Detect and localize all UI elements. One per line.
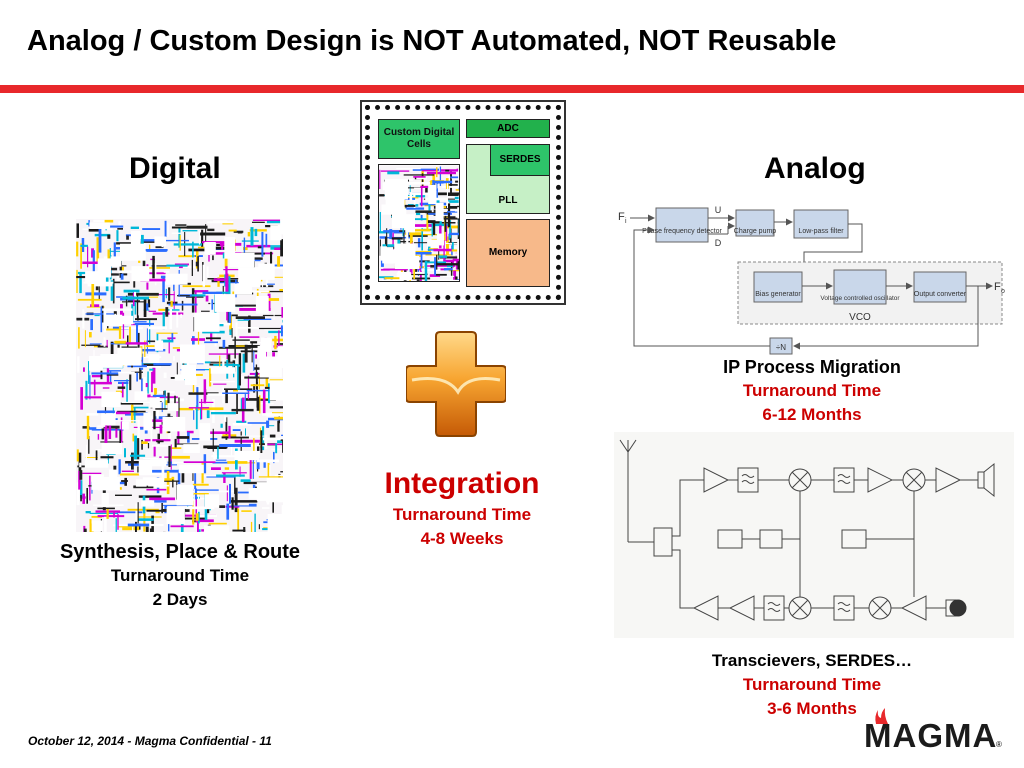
- logo-registered-icon: ®: [996, 740, 1002, 749]
- digital-turnaround-label: Turnaround Time: [110, 566, 250, 585]
- digital-caption: Synthesis, Place & Route Turnaround Time…: [20, 540, 340, 612]
- integration-turnaround-label: Turnaround Time: [392, 505, 532, 524]
- transceiver-caption: Transcievers, SERDES… Turnaround Time 3-…: [680, 649, 944, 721]
- custom-cells-block: Custom Digital Cells: [378, 119, 460, 159]
- transceiver-diagram: [614, 432, 1014, 638]
- transceiver-turnaround-label: Turnaround Time: [742, 675, 882, 694]
- pll-input-label: F: [618, 211, 625, 223]
- slide-title: Analog / Custom Design is NOT Automated,…: [27, 25, 837, 57]
- pll-output-sub: o: [1001, 288, 1005, 295]
- pfd-label: Phase frequency detector: [642, 228, 722, 235]
- adc-block: ADC: [466, 119, 550, 138]
- up-label: U: [715, 205, 722, 215]
- integration-heading: Integration: [384, 467, 540, 500]
- layout-art: [76, 219, 311, 556]
- digital-heading: Digital: [129, 152, 221, 185]
- analog-turnaround-value: 6-12 Months: [762, 405, 862, 424]
- integration-turnaround-value: 4-8 Weeks: [420, 529, 504, 548]
- magma-logo: MAGMA ®: [864, 708, 1004, 752]
- pll-block-diagram: F i Phase frequency detector U D Charge …: [614, 200, 1014, 358]
- chip-floorplan: Custom Digital Cells PLL SERDES ADC Memo…: [360, 100, 566, 305]
- pll-input-sub: i: [625, 218, 627, 225]
- charge-pump-label: Charge pump: [734, 228, 777, 235]
- vco-block-label: Voltage controlled oscillator: [820, 295, 900, 302]
- logo-flame-icon: [875, 708, 888, 724]
- pll-diagram-art: F i Phase frequency detector U D Charge …: [618, 205, 1005, 355]
- digital-layout-image: [76, 219, 311, 556]
- analog-caption-main: IP Process Migration: [723, 357, 901, 377]
- plus-icon: [406, 331, 506, 437]
- memory-block: Memory: [466, 219, 550, 287]
- transceiver-turnaround-value: 3-6 Months: [767, 699, 857, 718]
- title-rule: [0, 85, 1024, 93]
- footer-text: October 12, 2014 - Magma Confidential - …: [28, 734, 272, 748]
- transceiver-art: [619, 439, 995, 621]
- digital-block: [378, 164, 460, 282]
- digital-caption-main: Synthesis, Place & Route: [59, 541, 301, 563]
- down-label: D: [715, 238, 722, 248]
- vco-label: VCO: [849, 312, 871, 323]
- output-converter-label: Output converter: [914, 291, 967, 298]
- mini-layout-art: [379, 165, 459, 281]
- serdes-block: SERDES: [490, 144, 550, 176]
- transceiver-caption-main: Transcievers, SERDES…: [711, 651, 913, 670]
- integration-caption: Integration Turnaround Time 4-8 Weeks: [352, 465, 572, 551]
- divider-label: ÷N: [776, 343, 786, 352]
- analog-heading: Analog: [764, 152, 866, 185]
- logo-text: MAGMA: [864, 717, 998, 754]
- analog-turnaround-label: Turnaround Time: [742, 381, 882, 400]
- lpf-label: Low-pass filter: [798, 228, 844, 235]
- analog-caption: IP Process Migration Turnaround Time 6-1…: [690, 355, 934, 427]
- bias-label: Bias generator: [755, 291, 801, 298]
- io-ring: [365, 105, 561, 300]
- digital-turnaround-value: 2 Days: [152, 590, 208, 609]
- pll-output-label: F: [994, 281, 1001, 293]
